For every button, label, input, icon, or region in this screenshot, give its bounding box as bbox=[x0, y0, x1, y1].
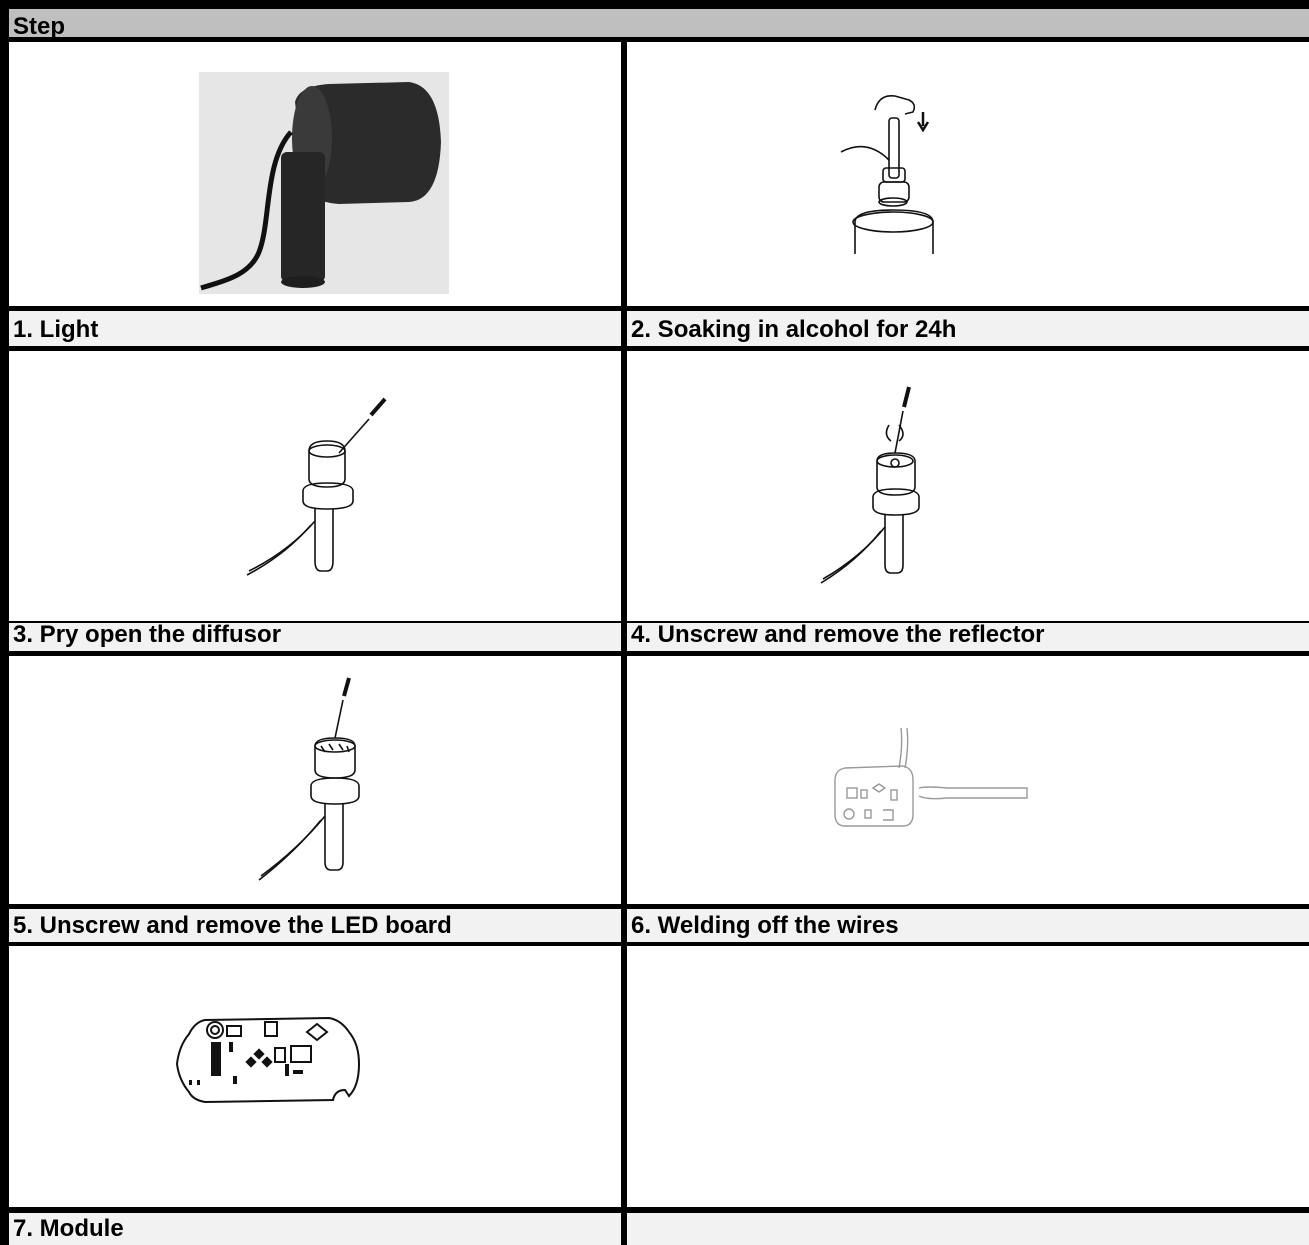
step-3-caption-cell: 3. Pry open the diffusor bbox=[9, 623, 621, 651]
step-6-caption: 6. Welding off the wires bbox=[631, 912, 899, 940]
step-3-image-cell bbox=[9, 351, 621, 621]
header-label: Step bbox=[13, 13, 65, 41]
soaking-illustration bbox=[627, 42, 1309, 306]
step-4-caption: 4. Unscrew and remove the reflector bbox=[631, 621, 1044, 649]
step-5-caption: 5. Unscrew and remove the LED board bbox=[13, 912, 452, 940]
spotlight-photo bbox=[9, 42, 621, 306]
step-2-caption: 2. Soaking in alcohol for 24h bbox=[631, 316, 956, 344]
step-7-caption-cell: 7. Module bbox=[9, 1213, 621, 1245]
desolder-wires-illustration bbox=[627, 656, 1309, 904]
step-1-image-cell bbox=[9, 42, 621, 306]
module-board-illustration bbox=[9, 946, 621, 1207]
step-2-image-cell bbox=[627, 42, 1309, 306]
step-8-image-cell bbox=[627, 946, 1309, 1207]
step-6-caption-cell: 6. Welding off the wires bbox=[627, 909, 1309, 942]
step-6-image-cell bbox=[627, 656, 1309, 904]
step-5-image-cell bbox=[9, 656, 621, 904]
step-2-caption-cell: 2. Soaking in alcohol for 24h bbox=[627, 311, 1309, 346]
step-4-caption-cell: 4. Unscrew and remove the reflector bbox=[627, 623, 1309, 651]
step-7-caption: 7. Module bbox=[13, 1215, 124, 1243]
unscrew-reflector-illustration bbox=[627, 351, 1309, 621]
step-4-image-cell bbox=[627, 351, 1309, 621]
step-8-caption-cell bbox=[627, 1213, 1309, 1245]
step-3-caption: 3. Pry open the diffusor bbox=[13, 621, 281, 649]
step-7-image-cell bbox=[9, 946, 621, 1207]
step-1-caption-cell: 1. Light bbox=[9, 311, 621, 346]
unscrew-led-board-illustration bbox=[9, 656, 621, 904]
pry-diffusor-illustration bbox=[9, 351, 621, 621]
table-header: Step bbox=[9, 9, 1309, 37]
step-5-caption-cell: 5. Unscrew and remove the LED board bbox=[9, 909, 621, 942]
step-1-caption: 1. Light bbox=[13, 316, 98, 344]
